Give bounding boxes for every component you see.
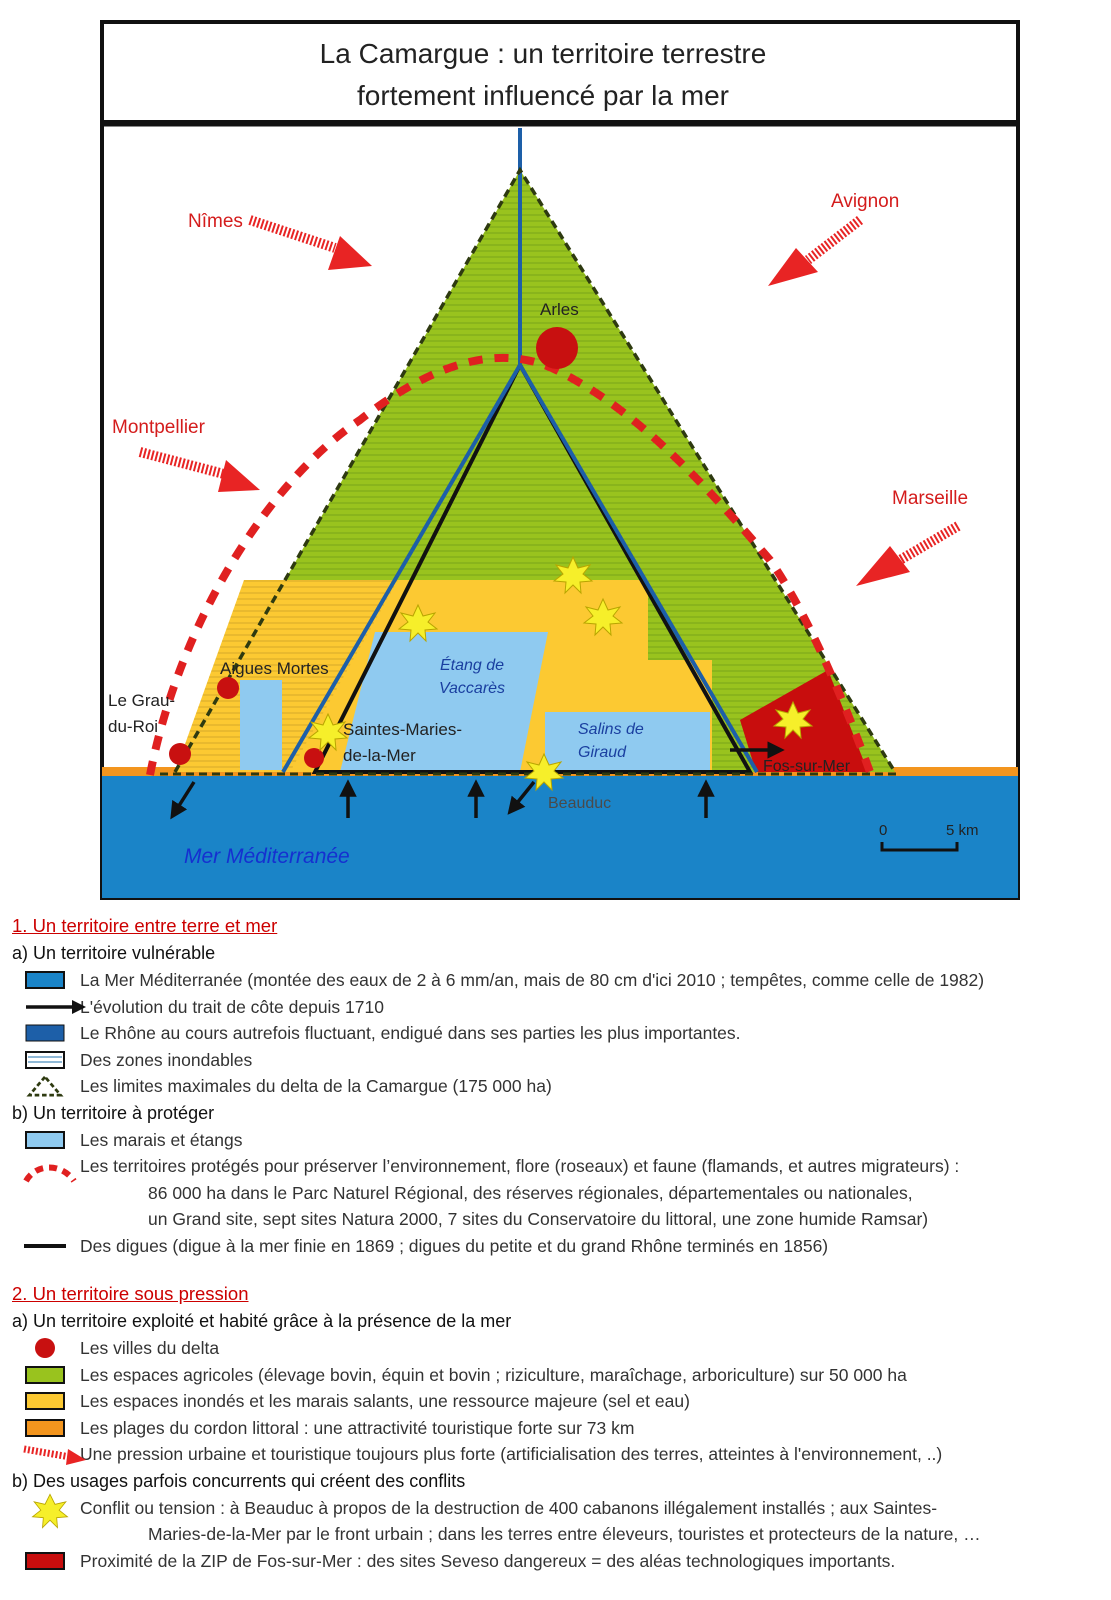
legend-text-dikes: Des digues (digue à la mer finie en 1869… — [80, 1235, 829, 1256]
scale-end: 5 km — [946, 822, 979, 839]
etang-vaccares — [340, 632, 548, 772]
legend-text-flood-zones: Des zones inondables — [80, 1049, 253, 1070]
delta-limit — [173, 166, 897, 773]
legend-section-1b-title: b) Un territoire à protéger — [12, 1102, 215, 1123]
sea-swatch-icon — [25, 971, 65, 989]
legend-item-sea: La Mer Méditerranée (montée des eaux de … — [12, 967, 1102, 994]
legend-section-2a-title: a) Un territoire exploité et habité grâc… — [12, 1311, 512, 1331]
marsh-aigues-mortes — [240, 680, 282, 770]
conflict-star-beauduc — [523, 752, 565, 792]
legend-item-flood-zones: Des zones inondables — [12, 1047, 1102, 1074]
rhone-swatch-icon — [25, 1024, 65, 1042]
legend-item-marshes: Les marais et étangs — [12, 1127, 1102, 1154]
sea-area — [102, 775, 1018, 898]
city-dot-grau-du-roi — [169, 743, 191, 765]
legend-text-rhone: Le Rhône au cours autrefois fluctuant, e… — [80, 1023, 741, 1043]
place-label-grau-line1: Le Grau- — [108, 691, 175, 710]
red-dot-icon — [35, 1338, 55, 1358]
red-hatched-arrow-icon — [23, 1445, 86, 1465]
legend-item-industrial: Proximité de la ZIP de Fos-sur-Mer : des… — [12, 1548, 1102, 1575]
scale-bar — [880, 842, 959, 852]
legend-text-industrial: Proximité de la ZIP de Fos-sur-Mer : des… — [80, 1550, 896, 1571]
pressure-arrow-montpellier — [138, 447, 260, 492]
legend-item-dikes: Des digues (digue à la mer finie en 1869… — [12, 1233, 1102, 1260]
legend-text-cities: Les villes du delta — [80, 1338, 220, 1358]
marsh-swatch-icon — [25, 1130, 65, 1149]
hatched-swatch-icon — [25, 1050, 65, 1069]
pressure-arrow-nimes — [248, 215, 372, 270]
conflict-star-4 — [307, 712, 349, 752]
place-label-fos: Fos-sur-Mer — [763, 758, 851, 775]
yellow-star-icon — [31, 1492, 69, 1529]
legend-text-protected-line1: Les territoires protégés pour préserver … — [80, 1156, 960, 1176]
legend-text-agriculture: Les espaces agricoles (élevage bovin, éq… — [80, 1364, 907, 1385]
legend-section-1-title: 1. Un territoire entre terre et mer — [12, 915, 278, 936]
legend-item-conflict: Conflit ou tension : à Beauduc à propos … — [12, 1492, 1102, 1529]
legend-text-conflict-line1: Conflit ou tension : à Beauduc à propos … — [80, 1497, 938, 1518]
city-label-avignon: Avignon — [831, 191, 899, 212]
city-label-marseille: Marseille — [892, 488, 968, 509]
conflict-star-5 — [772, 700, 814, 740]
legend-item-agriculture: Les espaces agricoles (élevage bovin, éq… — [12, 1362, 1102, 1389]
legend-text-sea: La Mer Méditerranée (montée des eaux de … — [80, 970, 985, 990]
label-vaccares-line2: Vaccarès — [439, 680, 505, 697]
legend-item-flooded: Les espaces inondés et les marais salant… — [12, 1388, 1102, 1415]
place-label-arles: Arles — [540, 300, 579, 319]
label-vaccares-line1: Étang de — [440, 655, 504, 674]
legend-item-protected: Les territoires protégés pour préserver … — [12, 1153, 1102, 1183]
legend-item-rhone: Le Rhône au cours autrefois fluctuant, e… — [12, 1020, 1102, 1047]
label-sea: Mer Méditerranée — [184, 845, 350, 868]
coastline-arrows — [170, 741, 785, 820]
legend-section-2b-title: b) Des usages parfois concurrents qui cr… — [12, 1470, 466, 1491]
pressure-arrow-avignon — [768, 216, 864, 286]
legend-text-marshes: Les marais et étangs — [80, 1129, 243, 1150]
orange-swatch-icon — [25, 1418, 65, 1437]
legend-text-protected-line3: un Grand site, sept sites Natura 2000, 7… — [148, 1209, 929, 1229]
legend-text-conflict-line2: Maries-de-la-Mer par le front urbain ; d… — [148, 1524, 981, 1544]
red-dotted-arc-icon — [23, 1164, 77, 1183]
conflict-star-2 — [397, 603, 439, 643]
green-swatch-icon — [25, 1365, 65, 1384]
legend-section-1a-title: a) Un territoire vulnérable — [12, 943, 216, 963]
legend-item-pressure: Une pression urbaine et touristique touj… — [12, 1441, 1102, 1468]
red-swatch-icon — [25, 1551, 65, 1570]
label-salins-line1: Salins de — [578, 721, 644, 738]
city-dot-arles — [536, 327, 578, 369]
legend-text-flooded: Les espaces inondés et les marais salant… — [80, 1391, 690, 1411]
city-label-montpellier: Montpellier — [112, 417, 206, 438]
city-label-nimes: Nîmes — [188, 211, 243, 232]
legend-text-protected-line2: 86 000 ha dans le Parc Naturel Régional,… — [148, 1182, 913, 1203]
legend-item-beaches: Les plages du cordon littoral : une attr… — [12, 1415, 1102, 1442]
black-arrow-icon — [26, 999, 86, 1014]
legend-item-delta-limits: Les limites maximales du delta de la Cam… — [12, 1073, 1102, 1100]
legend-item-coastline: L'évolution du trait de côte depuis 1710 — [12, 994, 1102, 1021]
yellow-swatch-icon — [25, 1392, 65, 1410]
salins-giraud — [545, 712, 710, 772]
map-title-line2: fortement influencé par la mer — [357, 80, 729, 111]
legend-section-2-title: 2. Un territoire sous pression — [12, 1283, 249, 1304]
place-label-saintes-line2: de-la-Mer — [343, 746, 416, 765]
legend-text-delta-limits: Les limites maximales du delta de la Cam… — [80, 1076, 552, 1096]
scale-zero: 0 — [879, 822, 887, 839]
map-title-line1: La Camargue : un territoire terrestre — [320, 38, 767, 69]
legend-item-cities: Les villes du delta — [12, 1335, 1102, 1362]
place-label-aigues-mortes: Aigues Mortes — [220, 659, 329, 678]
place-label-saintes-line1: Saintes-Maries- — [343, 720, 462, 739]
map-legend: 1. Un territoire entre terre et mer a) U… — [12, 913, 1102, 1574]
camargue-map: La Camargue : un territoire terrestre fo… — [100, 20, 1020, 900]
conflict-star-1 — [552, 555, 594, 595]
legend-text-pressure: Une pression urbaine et touristique touj… — [80, 1444, 943, 1464]
place-label-grau-line2: du-Roi — [108, 717, 158, 736]
legend-text-coastline: L'évolution du trait de côte depuis 1710 — [80, 996, 384, 1017]
legend-text-beaches: Les plages du cordon littoral : une attr… — [80, 1417, 635, 1438]
black-line-icon — [24, 1243, 66, 1248]
city-dot-saintes-maries — [304, 748, 324, 768]
dashed-triangle-icon — [26, 1075, 64, 1097]
place-label-beauduc: Beauduc — [548, 795, 611, 812]
conflict-star-3 — [582, 597, 624, 637]
label-salins-line2: Giraud — [578, 744, 627, 761]
pressure-arrow-marseille — [856, 521, 961, 586]
city-dot-aigues-mortes — [217, 677, 239, 699]
